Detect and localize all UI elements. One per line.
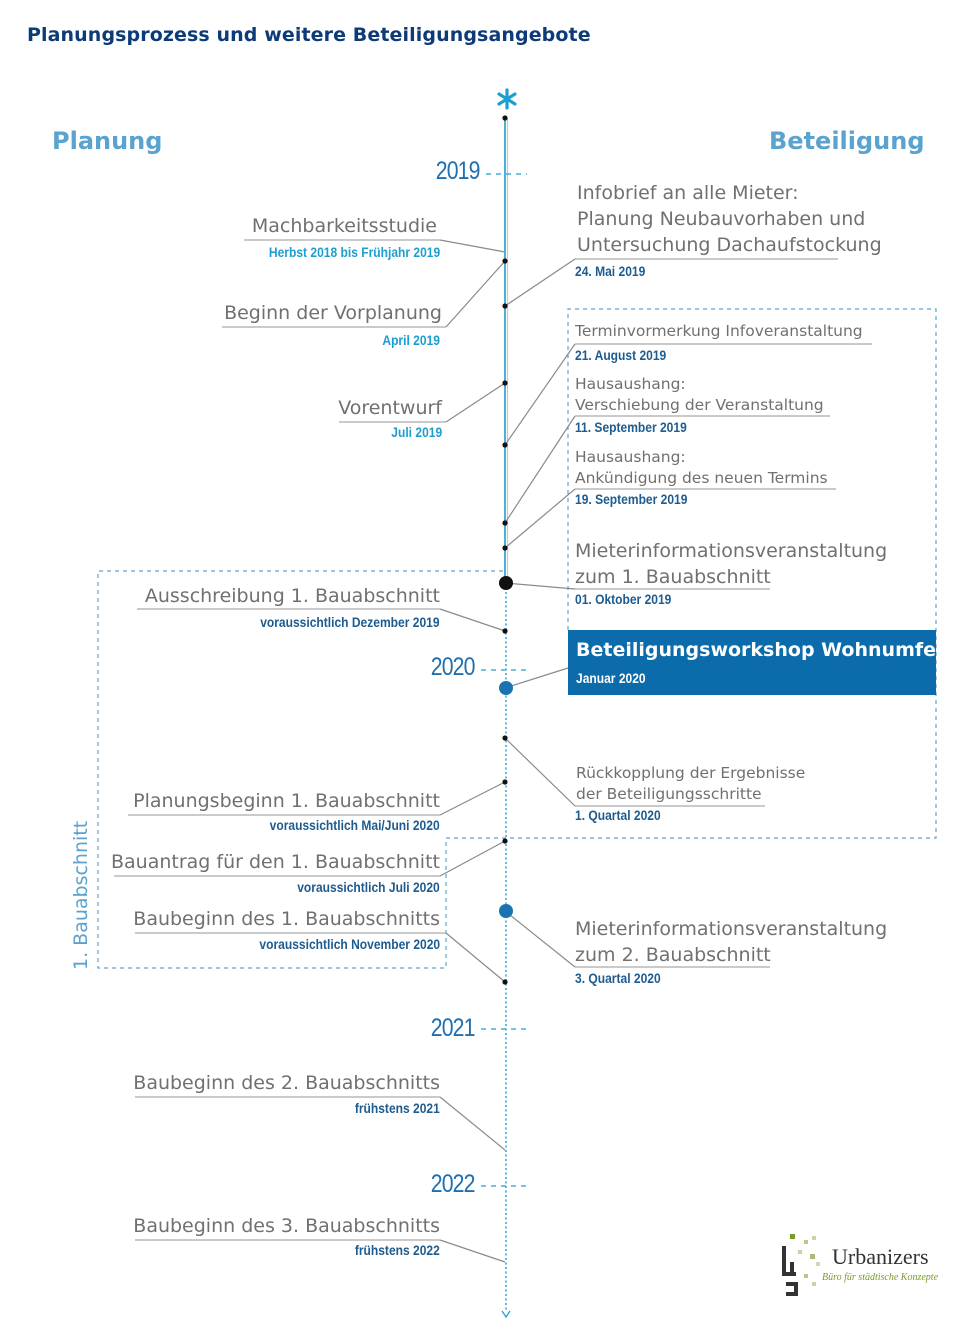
column-heading-beteiligung: Beteiligung [769,127,925,155]
planning-event-date: voraussichtlich November 2020 [259,936,440,952]
participation-event-date: 01. Oktober 2019 [575,591,672,607]
participation-event-date: 24. Mai 2019 [575,263,646,279]
participation-event-label: Rückkopplung der Ergebnisse der Beteilig… [576,764,806,804]
logo-mark-icon [782,1234,820,1296]
timeline-arrow-icon [501,1310,511,1319]
participation-event-date: 19. September 2019 [575,491,688,507]
participation-event-label: Hausaushang: Ankündigung des neuen Termi… [575,448,828,488]
start-asterisk-icon [497,88,517,110]
planning-event-label: Beginn der Vorplanung [224,302,442,324]
planning-event-date: frühstens 2021 [355,1100,440,1116]
participation-event-date: 1. Quartal 2020 [575,807,661,823]
planning-event-label: Baubeginn des 2. Bauabschnitts [133,1072,440,1094]
year-label: 2020 [431,653,476,681]
event-dots [502,115,508,985]
phase-label: 1. Bauabschnitt [70,820,92,970]
planning-event-date: voraussichtlich Juli 2020 [297,879,440,895]
participation-event-date: Januar 2020 [576,670,646,686]
planning-event-date: frühstens 2022 [355,1242,440,1258]
event-dot-major [499,576,513,590]
planning-event-date: voraussichtlich Mai/Juni 2020 [270,817,440,833]
planning-event-date: Juli 2019 [391,424,442,440]
participation-event-label: Infobrief an alle Mieter: Planung Neubau… [577,182,882,257]
planning-event-date: April 2019 [382,332,440,348]
planning-event-date: voraussichtlich Dezember 2019 [260,614,440,630]
left-connectors [439,239,506,1263]
planning-event-label: Baubeginn des 3. Bauabschnitts [133,1215,440,1237]
label-underlines [114,239,872,1241]
year-ticks [481,173,527,1187]
logo-name: Urbanizers [832,1244,929,1269]
participation-event-label: Mieterinformationsveranstaltung zum 1. B… [575,540,888,589]
planning-event-date: Herbst 2018 bis Frühjahr 2019 [268,244,440,260]
workshop-highlight-box [568,630,936,695]
planning-event-label: Baubeginn des 1. Bauabschnitts [133,908,440,930]
planning-event-label: Ausschreibung 1. Bauabschnitt [144,585,440,607]
participation-event-label: Terminvormerkung Infoveranstaltung [575,322,863,340]
page-title: Planungsprozess und weitere Beteiligungs… [27,24,591,46]
participation-event-label: Hausaushang: Verschiebung der Veranstalt… [575,375,824,415]
right-connectors [504,258,576,968]
planning-event-label: Machbarkeitsstudie [251,215,437,237]
participation-phase-box [97,308,937,969]
planning-event-label: Planungsbeginn 1. Bauabschnitt [133,790,440,812]
participation-event-label: Beteiligungsworkshop Wohnumfeld [576,639,957,661]
logo-tagline: Büro für städtische Konzepte [822,1272,939,1283]
event-dot-info-2 [499,904,513,918]
planning-event-label: Bauantrag für den 1. Bauabschnitt [110,851,440,873]
year-label: 2022 [431,1170,476,1198]
event-dot-workshop [499,681,513,695]
participation-event-date: 11. September 2019 [575,419,687,435]
year-label: 2019 [436,157,481,185]
column-heading-planung: Planung [52,127,163,155]
participation-event-label: Mieterinformationsveranstaltung zum 2. B… [575,918,888,967]
participation-event-date: 21. August 2019 [575,347,667,363]
year-label: 2021 [431,1014,476,1042]
participation-event-date: 3. Quartal 2020 [575,970,661,986]
urbanizers-logo: Urbanizers Büro für städtische Konzepte [776,1232,956,1302]
planning-event-label: Vorentwurf [338,397,442,419]
